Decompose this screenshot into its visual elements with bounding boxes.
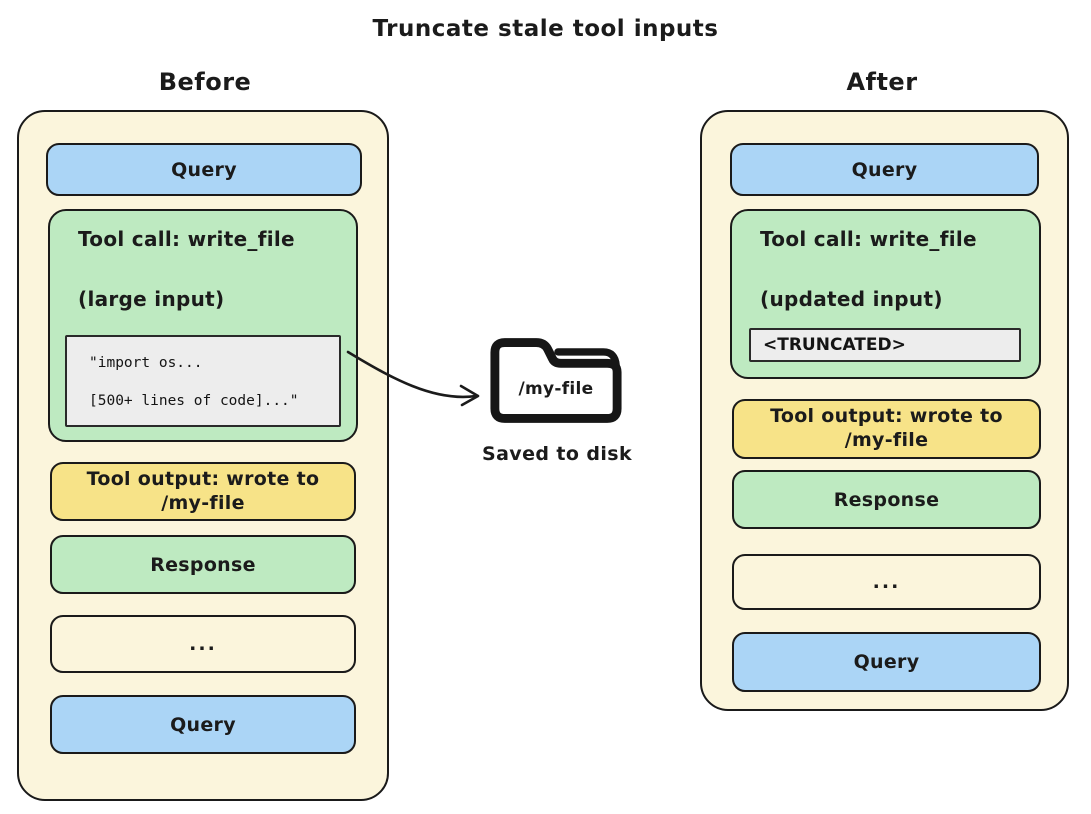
after-tool-call-block: Tool call: write_file (updated input) <T… xyxy=(730,209,1041,379)
after-tool-call-subtitle: (updated input) xyxy=(760,287,943,311)
after-tool-output-label: Tool output: wrote to /my-file xyxy=(770,405,1003,451)
after-tool-call-title: Tool call: write_file xyxy=(760,227,977,251)
before-ellipsis-label: ... xyxy=(189,633,217,655)
before-query-top-label: Query xyxy=(171,158,237,181)
after-ellipsis-block: ... xyxy=(732,554,1041,610)
before-tool-call-subtitle: (large input) xyxy=(78,287,225,311)
folder-file-label: /my-file xyxy=(518,379,594,399)
after-heading: After xyxy=(846,68,918,96)
before-tool-output-label: Tool output: wrote to /my-file xyxy=(86,467,320,514)
saved-to-disk-caption: Saved to disk xyxy=(481,443,632,465)
before-tool-output: Tool output: wrote to /my-file xyxy=(50,462,356,521)
before-panel: Query Tool call: write_file (large input… xyxy=(17,110,389,801)
before-response: Response xyxy=(50,535,356,594)
folder-icon: /my-file xyxy=(487,335,625,429)
after-truncated-box: <TRUNCATED> xyxy=(749,328,1021,362)
before-heading: Before xyxy=(158,68,252,96)
before-tool-call-block: Tool call: write_file (large input) "imp… xyxy=(48,209,358,442)
after-query-bottom: Query xyxy=(732,632,1041,692)
after-query-top-label: Query xyxy=(851,158,918,181)
before-ellipsis-block: ... xyxy=(50,615,356,673)
after-tool-output: Tool output: wrote to /my-file xyxy=(732,399,1041,459)
after-response: Response xyxy=(732,470,1041,529)
after-query-bottom-label: Query xyxy=(853,651,920,673)
before-code-line-2: [500+ lines of code]..." xyxy=(89,392,299,409)
after-response-label: Response xyxy=(833,488,940,511)
before-tool-call-title: Tool call: write_file xyxy=(78,227,295,251)
before-response-label: Response xyxy=(150,553,256,576)
before-code-box: "import os... [500+ lines of code]..." xyxy=(65,335,341,427)
diagram-title: Truncate stale tool inputs xyxy=(372,16,719,42)
before-query-bottom: Query xyxy=(50,695,356,754)
after-panel: Query Tool call: write_file (updated inp… xyxy=(700,110,1069,711)
before-code-line-1: "import os... xyxy=(89,355,203,371)
after-query-top: Query xyxy=(730,143,1039,196)
before-query-top: Query xyxy=(46,143,362,196)
after-ellipsis-label: ... xyxy=(872,571,901,593)
before-query-bottom-label: Query xyxy=(170,713,236,736)
after-truncated-label: <TRUNCATED> xyxy=(763,335,906,355)
save-arrow-icon xyxy=(336,338,500,412)
